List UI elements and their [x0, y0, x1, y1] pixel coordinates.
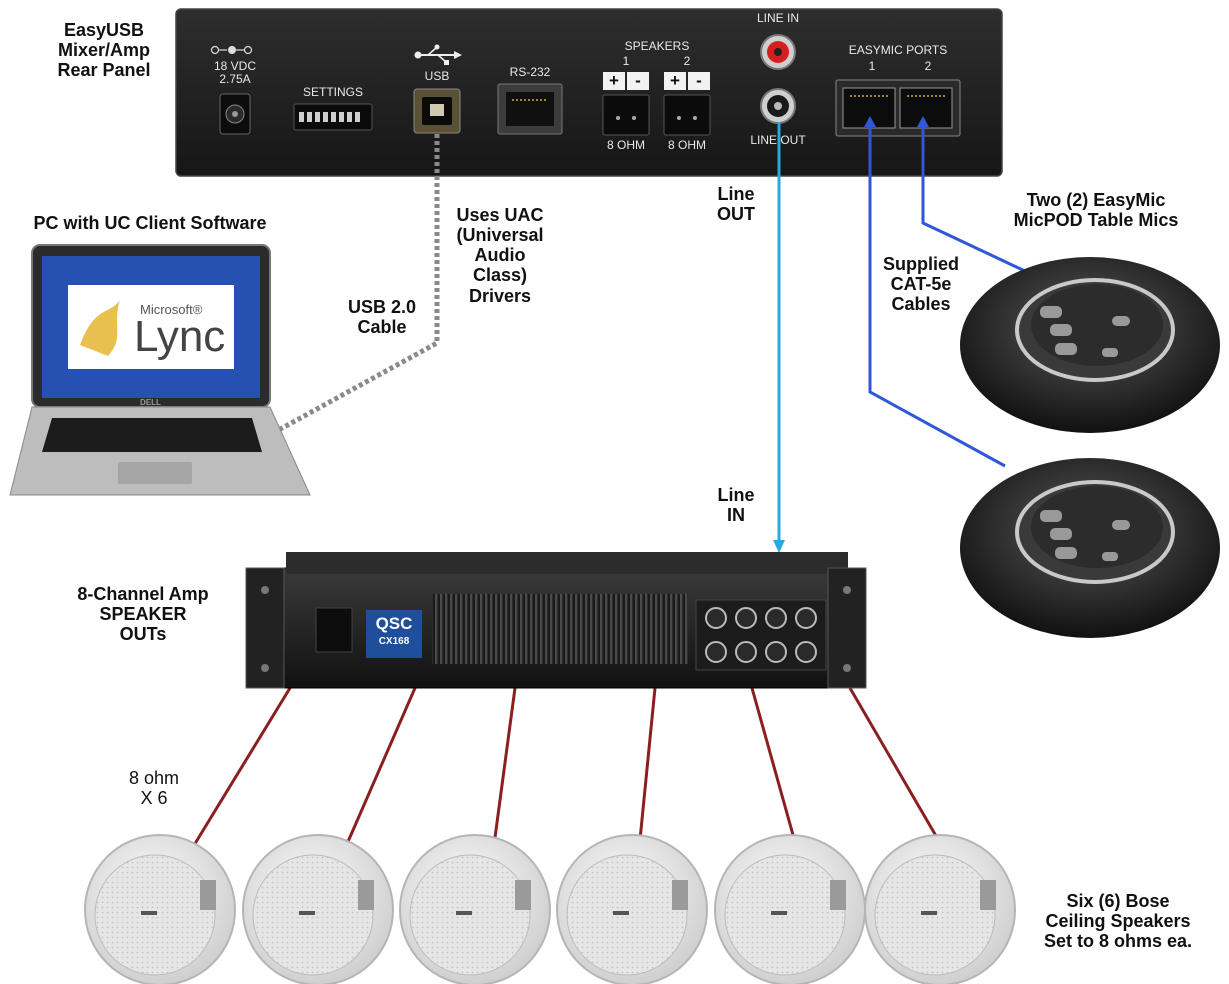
usb-cable-label: USB 2.0 Cable	[347, 297, 417, 338]
lync-brand-small: Microsoft®	[140, 302, 203, 317]
uac-drivers-label: Uses UAC (Universal Audio Class) Drivers	[456, 205, 544, 306]
rs232-label: RS-232	[509, 65, 551, 79]
micpod-mic-1	[960, 257, 1220, 433]
rs232-port	[497, 83, 563, 135]
easymic-ports-label: EASYMIC PORTS	[848, 43, 948, 57]
usb-label: USB	[424, 69, 450, 83]
dc-power-jack	[219, 93, 251, 135]
laptop-brand: DELL	[140, 398, 161, 407]
line-out-port-label: LINE OUT	[750, 133, 806, 147]
ceiling-speaker-1	[84, 834, 236, 984]
cat5-cable-1	[868, 118, 1006, 468]
speaker-1-number: 1	[622, 54, 630, 68]
laptop	[9, 244, 311, 496]
usb-port	[413, 88, 461, 134]
settings-label: SETTINGS	[302, 85, 363, 99]
ceiling-speaker-2	[242, 834, 394, 984]
svg-text:-: -	[635, 71, 641, 90]
speakers-label: SPEAKERS	[624, 39, 690, 53]
amp-model: CX168	[378, 636, 410, 647]
power-rating-label: 18 VDC 2.75A	[213, 59, 257, 87]
usb-icon	[414, 44, 462, 65]
speaker-2-number: 2	[683, 54, 691, 68]
line-out-label: Line OUT	[717, 184, 755, 225]
mics-label: Two (2) EasyMic MicPOD Table Mics	[1013, 190, 1179, 231]
micpod-mic-2	[960, 458, 1220, 638]
speaker-wires	[183, 687, 952, 861]
lync-logo-text: Lync	[134, 312, 226, 361]
ceiling-speaker-5	[714, 834, 866, 984]
speaker-terminal-2: + -	[663, 71, 711, 136]
amp-brand: QSC	[375, 614, 413, 633]
cat5-arrow-head-2	[917, 116, 929, 127]
cat5-cables-label: Supplied CAT-5e Cables	[883, 254, 959, 315]
easymic-port-2-number: 2	[924, 59, 932, 73]
ceiling-speaker-6	[864, 834, 1016, 984]
ceiling-speakers-label: Six (6) Bose Ceiling Speakers Set to 8 o…	[1043, 891, 1193, 952]
amplifier	[245, 552, 867, 689]
rear-panel: + - + -	[175, 8, 1003, 177]
cat5-arrow-head-1	[864, 116, 876, 127]
speaker-1-ohm-label: 8 OHM	[606, 138, 645, 152]
svg-text:-: -	[696, 71, 702, 90]
line-audio-arrow-head	[773, 540, 785, 553]
ceiling-speaker-3	[399, 834, 551, 984]
line-in-label: Line IN	[717, 485, 755, 526]
speaker-terminal-1: + -	[602, 71, 650, 136]
line-out-rca-jack	[760, 88, 796, 124]
speaker-2-ohm-label: 8 OHM	[667, 138, 706, 152]
settings-dip-switch	[293, 103, 373, 131]
ceiling-speaker-4	[556, 834, 708, 984]
easymic-port-1-number: 1	[868, 59, 876, 73]
polarity-icon	[210, 45, 253, 55]
ohm-count-label: 8 ohm X 6	[128, 768, 180, 809]
rear-panel-title: EasyUSB Mixer/Amp Rear Panel	[57, 20, 151, 81]
line-in-rca-jack	[760, 34, 796, 70]
svg-text:+: +	[609, 71, 619, 90]
easymic-ports	[835, 79, 961, 137]
pc-title: PC with UC Client Software	[33, 213, 267, 233]
cat5-cable-2	[921, 118, 1028, 274]
amp-label: 8-Channel Amp SPEAKER OUTs	[77, 584, 209, 645]
line-in-port-label: LINE IN	[756, 11, 799, 25]
svg-text:+: +	[670, 71, 680, 90]
usb-cable	[273, 134, 440, 435]
